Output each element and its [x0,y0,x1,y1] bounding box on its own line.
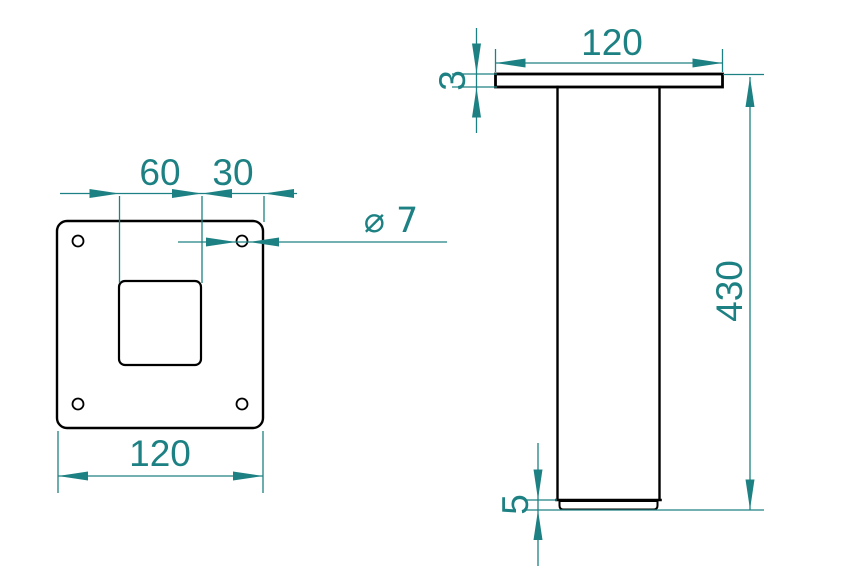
dimension-side-plate-width: 120 [494,22,724,72]
side-view: 120 3 430 5 [432,22,764,566]
mounting-hole-top-right [235,234,249,248]
arrowhead [206,237,236,247]
dimension-leg-height: 430 [524,73,764,511]
arrowhead [745,479,755,510]
arrowhead [58,471,88,481]
arrowhead [533,510,543,540]
arrowhead [249,237,279,247]
dimension-label-5: 5 [495,494,536,515]
dimension-label-diameter-7: ⌀ 7 [364,201,418,241]
arrowhead [495,58,526,68]
arrowhead [233,471,263,481]
leg-tube-section [117,279,203,367]
dimension-label-430: 430 [709,260,750,322]
dimension-foot-height: 5 [495,443,557,566]
adjustable-foot-outline [558,500,659,511]
dimension-plate-thickness: 3 [432,28,497,133]
mounting-hole-top-left [71,234,85,248]
arrowhead [202,189,232,198]
arrowhead [745,77,755,107]
arrowhead [533,469,543,500]
dimension-label-30: 30 [212,152,253,193]
dimension-60-30: 60 30 [60,152,297,283]
dimension-hole-diameter: ⌀ 7 [178,201,447,247]
mounting-hole-bottom-right [235,397,249,411]
mounting-hole-bottom-left [71,397,85,411]
dimension-label-3: 3 [432,70,473,91]
arrowhead [172,189,202,198]
arrowhead [692,58,723,68]
dimension-label-120-side: 120 [581,22,643,63]
dimension-label-60: 60 [139,152,180,193]
plate-side-outline [494,72,724,89]
arrowhead [472,43,481,74]
dimension-label-120: 120 [129,433,191,474]
arrowhead [264,189,294,198]
arrowhead [472,87,481,118]
arrowhead [89,189,120,198]
dimension-plate-width: 120 [57,431,264,493]
top-view: 60 30 ⌀ 7 120 [55,152,447,493]
